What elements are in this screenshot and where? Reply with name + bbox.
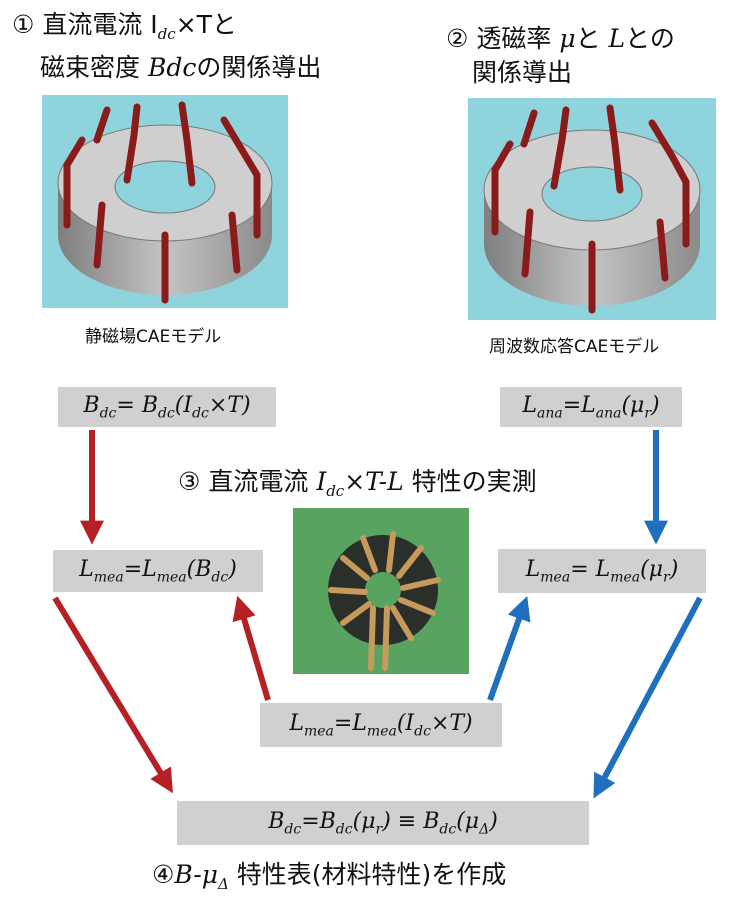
step2-line1b: と: [575, 24, 609, 53]
step4-sub: Δ: [217, 875, 229, 893]
step1-line2a: 磁束密度: [40, 53, 148, 82]
bdc-formula: Bdc= Bdc(Idc×T): [83, 392, 251, 422]
bottom-formula: Bdc=Bdc(μr) ≡ Bdc(μΔ): [268, 808, 498, 838]
frequency-caption: 周波数応答CAEモデル: [489, 337, 660, 357]
step1-line1-tail: ×Tと: [175, 10, 237, 39]
arrow-center-to-lmea-left: [232, 595, 271, 701]
arrow-lmea-right-to-bottom: [593, 596, 703, 799]
step1-title: ① 直流電流 Idc×Tと 磁束密度 Bdcの関係導出: [12, 8, 321, 85]
lana-formula-box: Lana=Lana(μr): [500, 387, 682, 427]
step1-math: Bdc: [147, 53, 197, 82]
bottom-formula-box: Bdc=Bdc(μr) ≡ Bdc(μΔ): [177, 801, 589, 845]
step4-prefix: ④: [152, 860, 175, 889]
step1-line2b: の関係導出: [196, 53, 322, 82]
static-cae-model-image: [42, 95, 288, 308]
lmea-left-formula: Lmea=Lmea(Bdc): [79, 556, 237, 586]
arrow-lmea-left-to-bottom: [52, 596, 173, 794]
step2-title: ② 透磁率 μと Lとの 関係導出: [446, 22, 675, 90]
lmea-center-formula: Lmea=Lmea(Idc×T): [289, 710, 473, 740]
lmea-right-formula: Lmea= Lmea(μr): [525, 556, 679, 586]
step3-I: I: [316, 467, 327, 496]
step4-title: ④B-μΔ 特性表(材料特性)を作成: [152, 858, 506, 901]
lmea-center-box: Lmea=Lmea(Idc×T): [260, 703, 502, 747]
step2-line1a: ② 透磁率: [446, 24, 560, 53]
step2-line1c: との: [625, 24, 675, 53]
step3-expr: ×T-L: [344, 467, 404, 496]
step2-mu: μ: [559, 24, 576, 53]
lmea-right-box: Lmea= Lmea(μr): [498, 549, 706, 593]
step4-expr: B-μ: [174, 860, 218, 889]
frequency-cae-model-image: [468, 98, 716, 320]
step3-title: ③ 直流電流 Idc×T-L 特性の実測: [178, 465, 537, 508]
static-caption: 静磁場CAEモデル: [85, 327, 222, 347]
step1-sub: dc: [157, 25, 176, 43]
step3-prefix: ③ 直流電流: [178, 467, 317, 496]
step2-L: L: [608, 24, 626, 53]
step2-line2: 関係導出: [472, 58, 573, 87]
step1-line1: ① 直流電流 I: [12, 10, 158, 39]
arrow-center-to-lmea-right: [487, 595, 531, 702]
bdc-formula-box: Bdc= Bdc(Idc×T): [58, 387, 276, 427]
step3-suffix: 特性の実測: [411, 467, 537, 496]
lana-formula: Lana=Lana(μr): [522, 392, 660, 422]
step3-sub: dc: [326, 482, 345, 500]
measured-inductor-photo: [293, 508, 469, 674]
lmea-left-box: Lmea=Lmea(Bdc): [53, 550, 263, 592]
step4-suffix: 特性表(材料特性)を作成: [236, 860, 507, 889]
